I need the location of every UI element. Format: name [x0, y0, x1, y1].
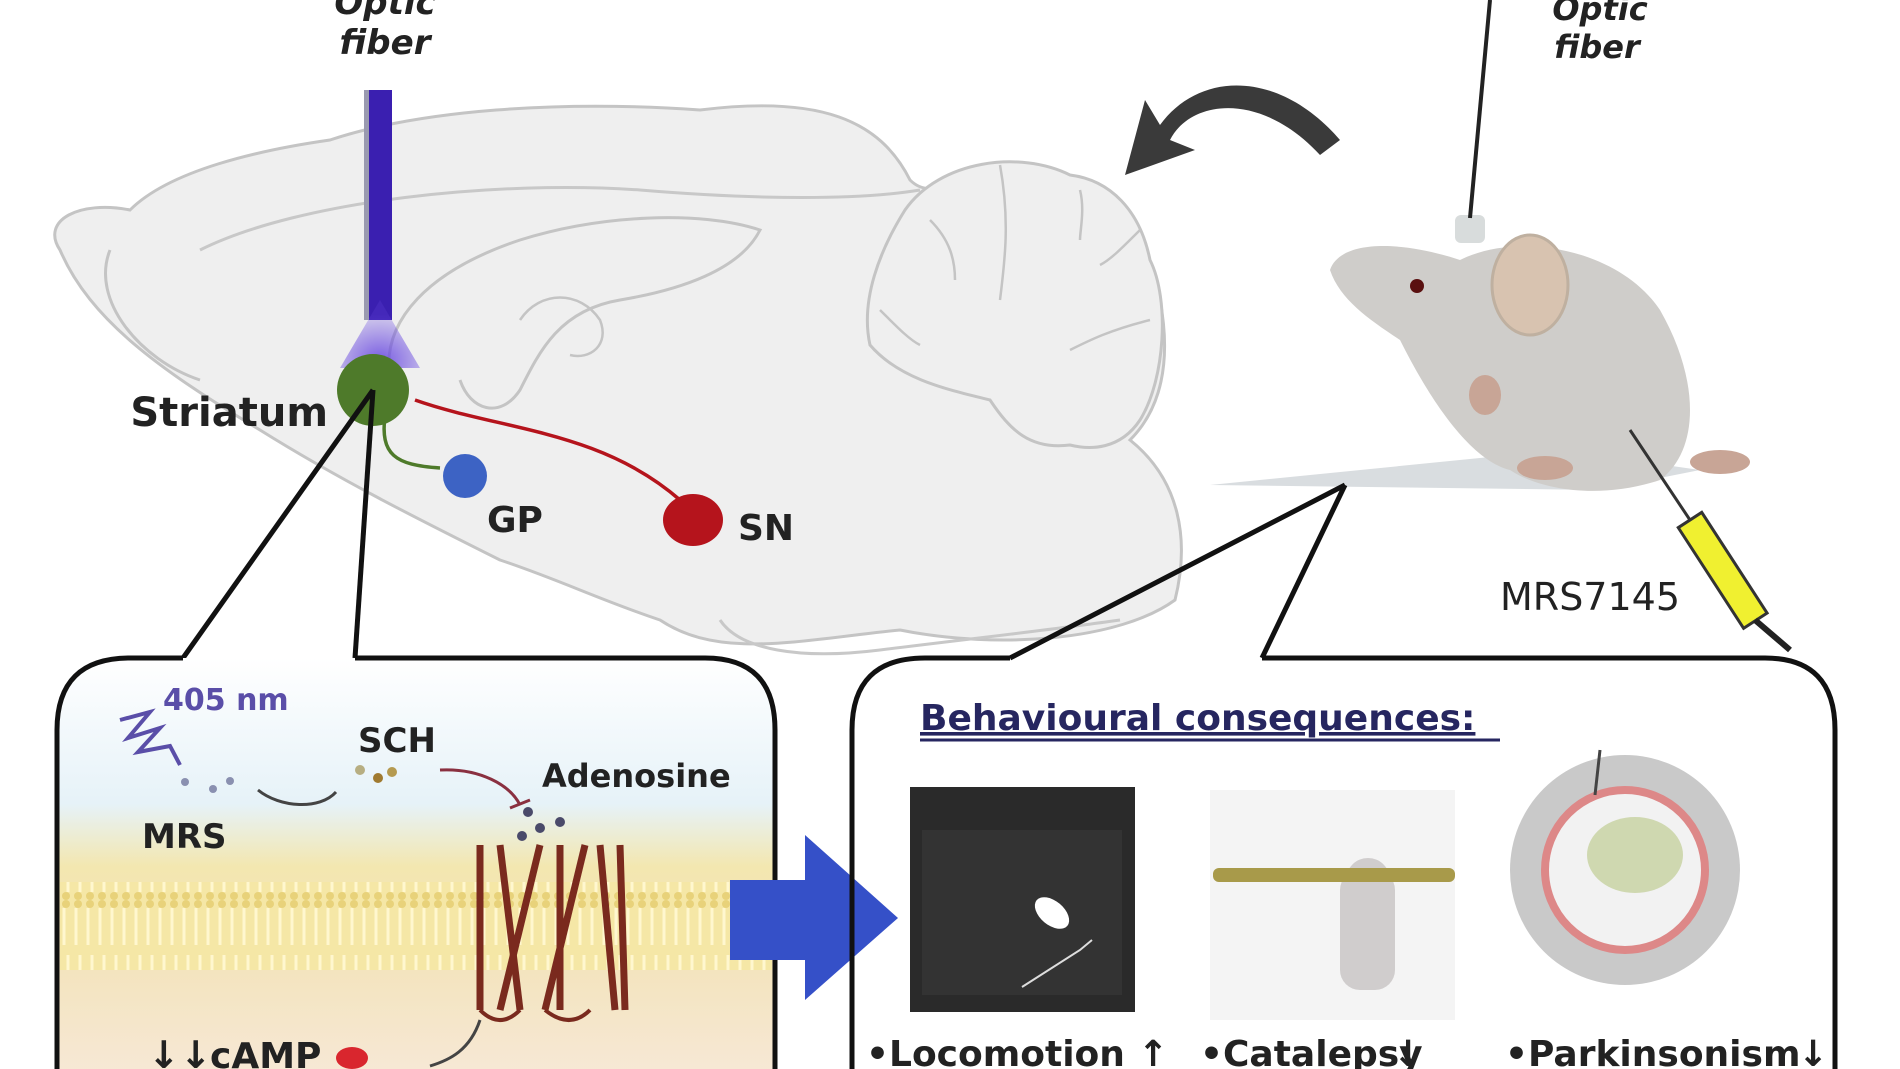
behaviour-panel-border — [849, 655, 1838, 1069]
mouse-ear — [1490, 233, 1570, 337]
brain-fiber-label-line1: Optic — [334, 0, 435, 23]
olfactory-outline — [104, 249, 201, 382]
light-wave-icon — [119, 708, 182, 766]
head-implant — [1455, 215, 1485, 243]
mouse-optic-fiber — [1468, 0, 1492, 219]
open-field-image — [910, 787, 1135, 1012]
behaviour-panel: Behavioural consequences: •Locomotion ↑ — [849, 655, 1838, 1069]
catalepsy-bar-image — [1210, 790, 1455, 1020]
behaviour-item-parkinsonism: •Parkinsonism ↓ — [1505, 1034, 1828, 1069]
brainstem-outline — [718, 618, 1121, 656]
gp-node — [443, 454, 487, 498]
mouse-front-paw — [1469, 375, 1501, 415]
behaviour-item-locomotion: •Locomotion ↑ — [866, 1034, 1168, 1069]
adenosine-molecules — [517, 807, 565, 841]
syringe-plunger — [1753, 617, 1792, 653]
a2a-receptor — [476, 844, 629, 1022]
syringe-needle — [1628, 429, 1692, 521]
fiber-cladding — [364, 90, 369, 320]
direction-arrow-up: ↑ — [1138, 1034, 1168, 1069]
mrs-to-sch-arrow — [257, 788, 338, 806]
sch-inhibition-arrow — [439, 768, 531, 810]
receptor-to-camp-signal — [429, 1019, 482, 1068]
mouse-fiber-label-line2: fiber — [1554, 28, 1642, 66]
mouse-hind-paw-1 — [1517, 456, 1573, 480]
direction-arrow-down: ↓ — [1393, 1034, 1423, 1069]
cell-membrane — [60, 882, 772, 970]
callout-lines — [180, 388, 1348, 661]
mrs-label: MRS — [142, 817, 227, 857]
mechanism-to-behaviour-arrow — [730, 835, 898, 1000]
mouse-eye — [1410, 279, 1424, 293]
hippocampus-outline — [387, 216, 763, 410]
mouse-fiber-label-line1: Optic — [1552, 0, 1647, 28]
mechanism-panel-border — [54, 655, 778, 1069]
sch-label: SCH — [358, 721, 436, 761]
behaviour-label: •Catalepsy — [1200, 1034, 1423, 1069]
rotation-test-image — [1510, 749, 1740, 985]
drug-label: MRS7145 — [1500, 575, 1680, 619]
mechanism-panel: 405 nm MRS SCH Adenosine — [54, 655, 778, 1069]
mechanism-panel-fill — [57, 658, 775, 1069]
direction-arrow-down: ↓ — [1798, 1034, 1828, 1069]
syringe-barrel — [1676, 510, 1770, 631]
cerebellum-folia — [879, 164, 1151, 352]
light-label: 405 nm — [163, 683, 289, 718]
striatum-to-sn-projection — [414, 398, 682, 502]
mouse-hind-paw-2 — [1690, 450, 1750, 474]
camp-molecule — [336, 1047, 368, 1069]
behaviour-item-catalepsy: •Catalepsy ↓ — [1200, 1034, 1423, 1069]
sn-node — [663, 494, 723, 546]
behaviour-label: •Locomotion — [866, 1034, 1125, 1069]
camp-label: cAMP — [210, 1036, 321, 1069]
striatum-label: Striatum — [130, 390, 328, 436]
mrs-molecules — [181, 777, 234, 793]
sch-molecules — [355, 765, 397, 783]
fiber-shaft — [368, 90, 392, 320]
light-cone — [340, 300, 420, 368]
camp-arrows: ↓↓ — [148, 1033, 212, 1069]
curved-arrow-to-brain — [1125, 85, 1340, 175]
adenosine-label: Adenosine — [542, 757, 731, 795]
behaviour-label: •Parkinsonism — [1505, 1034, 1800, 1069]
striatum-to-gp-projection — [382, 414, 441, 470]
brain-fiber-label-line2: fiber — [340, 23, 433, 63]
mouse-illustration — [1210, 0, 1750, 491]
brain-optic-fiber — [340, 90, 420, 368]
gp-label: GP — [487, 500, 543, 541]
mouse-body — [1330, 246, 1690, 491]
cortex-line — [199, 186, 921, 252]
ventricle-outline — [518, 296, 604, 358]
sn-label: SN — [738, 508, 794, 549]
syringe — [1628, 429, 1792, 653]
behaviour-heading: Behavioural consequences: — [920, 698, 1475, 739]
sagittal-brain — [53, 104, 1183, 656]
